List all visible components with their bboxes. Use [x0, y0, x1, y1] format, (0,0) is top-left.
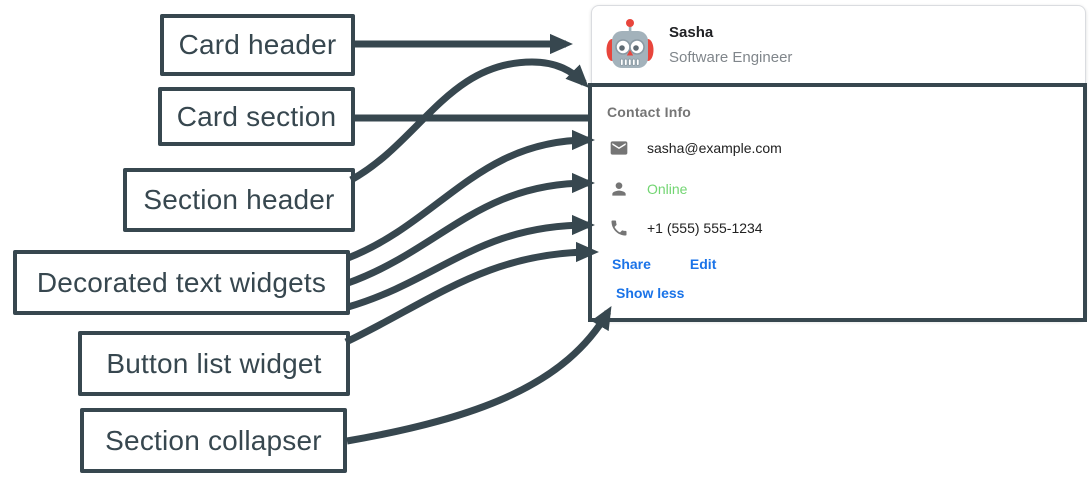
- status-text: Online: [647, 181, 688, 197]
- arrow-section-collapser: [346, 306, 612, 445]
- decorated-text-phone: +1 (555) 555-1234: [609, 217, 763, 239]
- card-title: Sasha: [669, 24, 714, 41]
- annotation-section-header: Section header: [123, 168, 355, 232]
- button-list: Share Edit: [612, 256, 716, 272]
- arrow-decorated-text-2: [346, 172, 595, 287]
- section-collapser-button[interactable]: Show less: [616, 285, 685, 301]
- arrow-decorated-text-3: [347, 214, 595, 311]
- person-icon: [612, 182, 626, 196]
- annotation-button-list-widget: Button list widget: [78, 331, 350, 396]
- email-text: sasha@example.com: [647, 140, 782, 156]
- card-section: Contact Info sasha@example.com Online +1…: [588, 83, 1087, 322]
- share-button[interactable]: Share: [612, 256, 651, 272]
- phone-text: +1 (555) 555-1234: [647, 220, 763, 236]
- email-icon: [610, 141, 628, 155]
- decorated-text-email: sasha@example.com: [609, 137, 782, 159]
- card-subtitle: Software Engineer: [669, 49, 793, 66]
- annotation-label: Card header: [178, 29, 337, 60]
- annotation-label: Card section: [176, 100, 337, 132]
- annotation-label: Decorated text widgets: [36, 266, 327, 298]
- arrow-section-header: [349, 58, 589, 184]
- section-header: Contact Info: [607, 104, 692, 120]
- robot-avatar-icon: [606, 19, 654, 68]
- annotation-label: Button list widget: [106, 347, 322, 379]
- annotation-card-section: Card section: [158, 87, 355, 146]
- annotation-card-header: Card header: [160, 14, 355, 76]
- arrow-button-list: [344, 241, 599, 346]
- decorated-text-status: Online: [609, 178, 687, 200]
- annotation-section-collapser: Section collapser: [80, 408, 347, 473]
- edit-button[interactable]: Edit: [689, 256, 717, 272]
- annotation-label: Section header: [143, 184, 335, 215]
- card-header: Sasha Software Engineer: [592, 6, 1085, 84]
- annotation-decorated-text-widgets: Decorated text widgets: [13, 250, 350, 315]
- phone-icon: [611, 220, 627, 236]
- annotation-label: Section collapser: [105, 424, 322, 456]
- arrow-decorated-text-1: [346, 129, 595, 262]
